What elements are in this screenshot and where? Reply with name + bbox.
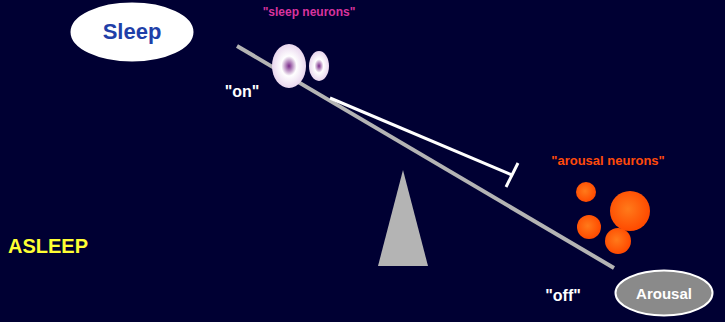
neuron-label: "arousal neurons": [551, 153, 664, 168]
state-label: "on": [225, 83, 260, 101]
arousal-neuron: [610, 191, 650, 231]
arousal-neuron: [605, 228, 631, 254]
state-label: ASLEEP: [8, 235, 88, 258]
node-text: Sleep: [103, 19, 162, 45]
arousal-ellipse: Arousal: [614, 269, 714, 317]
node-text: Arousal: [636, 285, 692, 302]
sleep-ellipse: Sleep: [70, 2, 194, 62]
seesaw-pivot: [378, 170, 428, 266]
sleep-neuron: [272, 44, 306, 88]
inhibition-bar: [506, 163, 518, 187]
state-label: "off": [545, 287, 581, 305]
sleep-neuron: [309, 51, 329, 81]
arousal-neuron: [577, 215, 601, 239]
inhibition-line: [330, 98, 512, 175]
neuron-label: "sleep neurons": [263, 5, 356, 19]
arousal-neuron: [576, 182, 596, 202]
